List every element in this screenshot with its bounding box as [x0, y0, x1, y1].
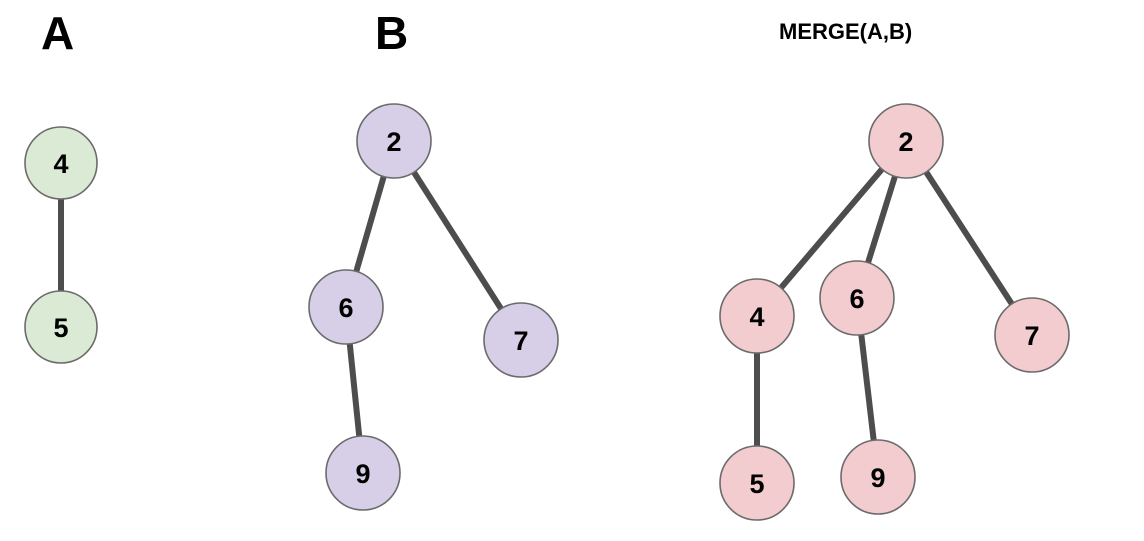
graph-node-4[interactable]: 4: [24, 126, 98, 200]
node-label: 4: [749, 302, 764, 332]
node-circle[interactable]: [819, 260, 895, 336]
node-circle[interactable]: [994, 297, 1070, 373]
node-circle[interactable]: [840, 439, 916, 515]
node-circle[interactable]: [719, 278, 795, 354]
panel-title-b: B: [375, 7, 409, 59]
graph-node-6[interactable]: 6: [308, 269, 384, 345]
node-label: 2: [898, 127, 913, 157]
panel-title-a: A: [41, 7, 75, 59]
graph-node-7[interactable]: 7: [483, 302, 559, 378]
node-circle[interactable]: [325, 435, 401, 511]
graph-node-2[interactable]: 2: [356, 103, 432, 179]
edge-2-4: [754, 138, 909, 319]
node-circle[interactable]: [719, 445, 795, 521]
graph-node-5[interactable]: 5: [719, 445, 795, 521]
graph-node-6[interactable]: 6: [819, 260, 895, 336]
node-circle[interactable]: [24, 126, 98, 200]
node-circle[interactable]: [24, 290, 98, 364]
node-circle[interactable]: [483, 302, 559, 378]
node-label: 6: [849, 284, 864, 314]
node-circle[interactable]: [356, 103, 432, 179]
node-label: 5: [53, 313, 68, 343]
node-circle[interactable]: [308, 269, 384, 345]
edge-2-7: [391, 138, 524, 343]
node-label: 7: [513, 326, 528, 356]
node-circle[interactable]: [868, 103, 944, 179]
graph-node-9[interactable]: 9: [840, 439, 916, 515]
graph-node-9[interactable]: 9: [325, 435, 401, 511]
node-label: 9: [355, 459, 370, 489]
node-label: 5: [749, 469, 764, 499]
graph-node-5[interactable]: 5: [24, 290, 98, 364]
node-label: 7: [1024, 321, 1039, 351]
node-label: 2: [386, 127, 401, 157]
panel-title-merge: MERGE(A,B): [779, 19, 913, 44]
node-label: 4: [53, 149, 68, 179]
node-label: 9: [870, 463, 885, 493]
graph-node-4[interactable]: 4: [719, 278, 795, 354]
edge-2-7: [903, 138, 1035, 338]
graph-node-2[interactable]: 2: [868, 103, 944, 179]
node-label: 6: [338, 293, 353, 323]
nodes-layer: 4 5 2 6 7 9 2 4 6 7 5 9: [24, 103, 1070, 521]
graph-node-7[interactable]: 7: [994, 297, 1070, 373]
